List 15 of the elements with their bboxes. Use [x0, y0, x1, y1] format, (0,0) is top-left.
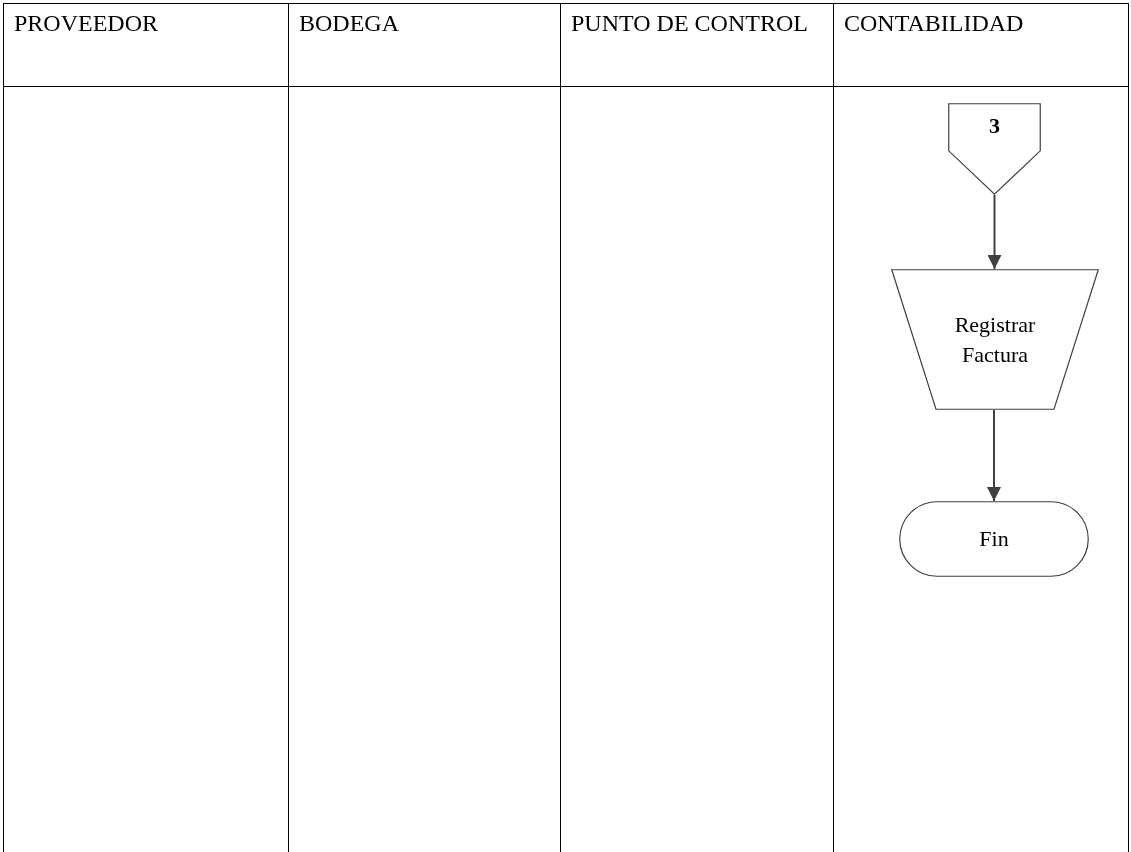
- swimlane: [288, 3, 560, 852]
- off-page-connector: [948, 103, 1041, 195]
- shape-label: Registrar Factura: [953, 310, 1037, 369]
- arrow: [987, 194, 1002, 270]
- swimlane: [3, 3, 288, 852]
- swimlane: [560, 3, 833, 852]
- lane-header: PUNTO DE CONTROL: [571, 9, 808, 38]
- connector-number: 3: [989, 112, 1000, 140]
- lane-header: PROVEEDOR: [14, 9, 158, 38]
- swimlane: [833, 3, 1129, 852]
- lane-header: BODEGA: [299, 9, 399, 38]
- shape-label: Fin: [979, 525, 1009, 553]
- arrow: [987, 409, 1001, 502]
- manual-operation-trapezoid: [891, 269, 1099, 410]
- lane-header: CONTABILIDAD: [844, 9, 1024, 38]
